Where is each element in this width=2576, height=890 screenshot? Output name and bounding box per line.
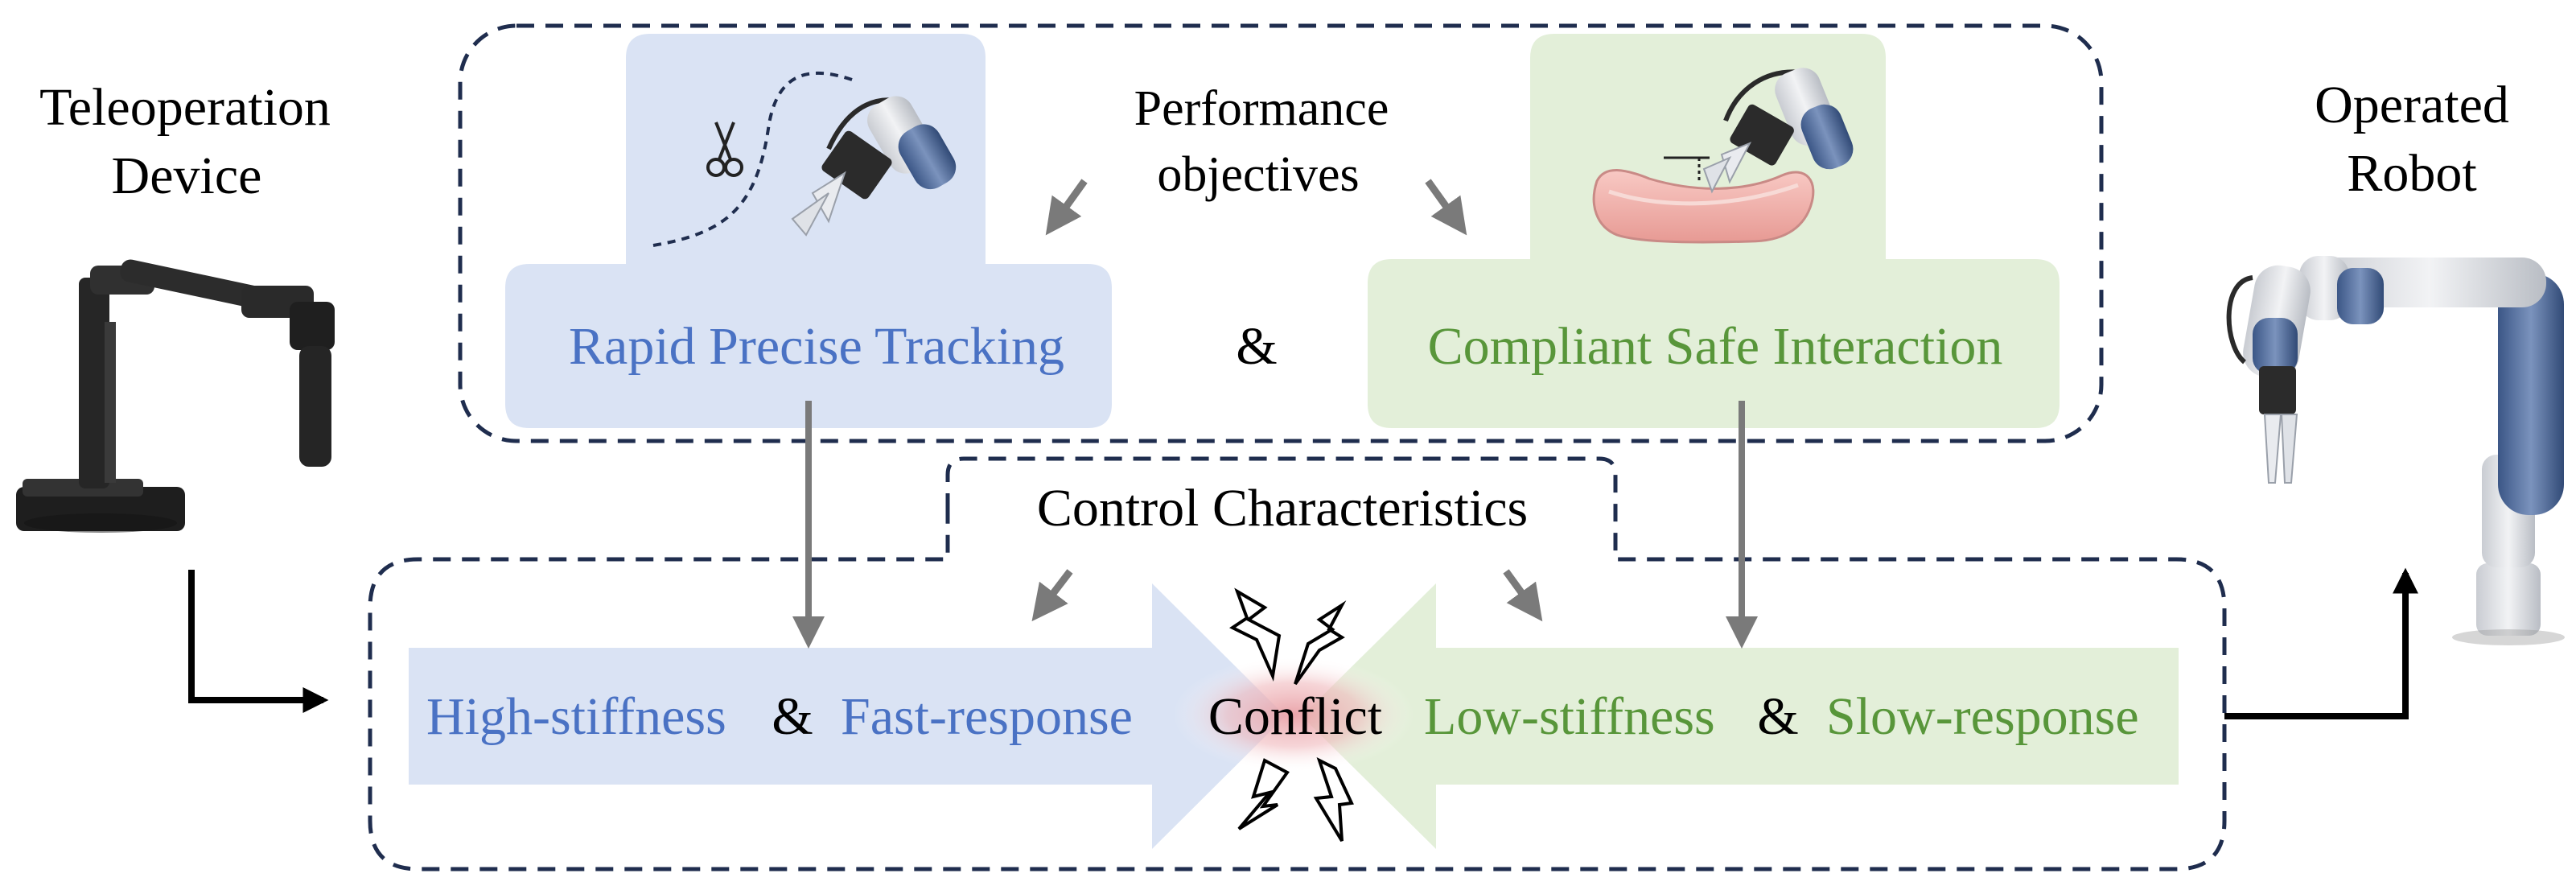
tracking-objective-text: Rapid Precise Tracking: [569, 317, 1064, 376]
objective-joiner: &: [1236, 317, 1277, 376]
low-stiffness-text: Low-stiffness: [1424, 687, 1715, 746]
haptic-device-icon: [16, 259, 335, 533]
control-characteristics-label: Control Characteristics: [1037, 479, 1528, 538]
scissors-icon: [706, 122, 743, 177]
objective-pointer-right: [1425, 179, 1467, 236]
teleoperation-device-title-line2: Device: [112, 146, 262, 205]
high-stiffness-text: High-stiffness: [426, 687, 726, 746]
gripper-interaction-icon: [1702, 68, 1854, 194]
device-to-control-arrow: [188, 570, 329, 713]
lightning-top-right-icon: [1294, 600, 1347, 686]
interaction-illustration: [1592, 68, 1854, 244]
right-joiner-text: &: [1757, 687, 1798, 746]
robot-arm-icon: [2226, 256, 2565, 645]
lightning-bottom-right-icon: [1313, 757, 1354, 843]
conflict-text: Conflict: [1208, 687, 1382, 746]
conflict-glow: [1173, 657, 1414, 773]
performance-objectives-group: [458, 23, 2104, 443]
gripper-tracking-icon: [791, 96, 957, 237]
tracking-illustration: [652, 71, 957, 247]
lightning-top-left-icon: [1229, 587, 1282, 682]
operated-robot-title-line1: Operated: [2315, 76, 2509, 134]
left-joiner-text: &: [772, 687, 813, 746]
fast-response-text: Fast-response: [841, 687, 1133, 746]
teleoperation-device-title-line1: Teleoperation: [39, 78, 331, 137]
slow-response-text: Slow-response: [1826, 687, 2139, 746]
control-characteristics-group: [368, 456, 2227, 871]
performance-objectives-label-line1: Performance: [1134, 81, 1389, 136]
control-pointer-left: [1031, 569, 1073, 622]
performance-objectives-label-line2: objectives: [1157, 147, 1359, 202]
tissue-shape: [1592, 169, 1815, 244]
control-to-robot-arrow: [2224, 567, 2418, 719]
lightning-bottom-left-icon: [1237, 758, 1290, 830]
lightning-icons: [1229, 587, 1354, 843]
operated-robot-title-line2: Robot: [2347, 144, 2476, 203]
high-stiffness-arrow: [409, 583, 1286, 849]
control-pointer-right: [1503, 569, 1543, 622]
low-stiffness-arrow: [1302, 583, 2179, 849]
tracking-path-line: [652, 71, 855, 247]
objective-pointer-left: [1045, 179, 1088, 236]
interaction-objective-text: Compliant Safe Interaction: [1428, 317, 2003, 376]
